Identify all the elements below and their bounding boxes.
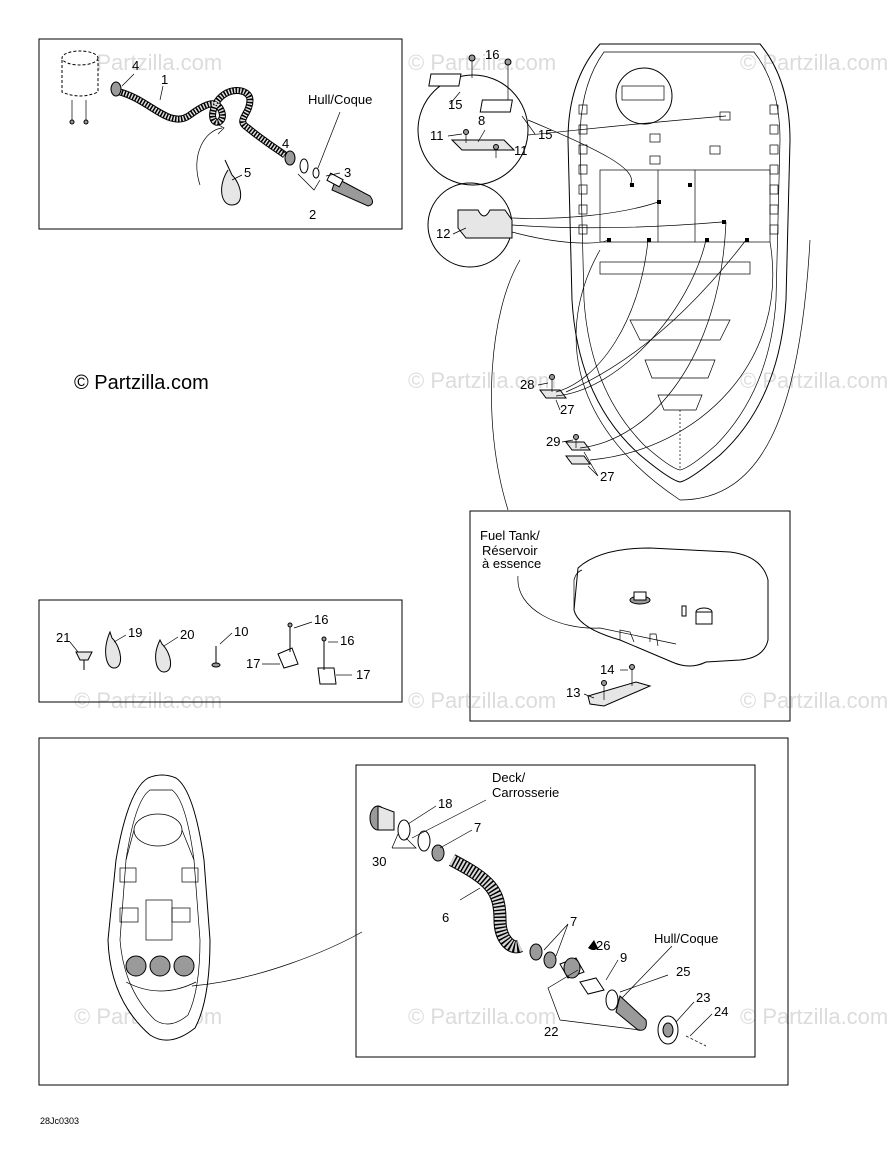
callout-label: 22 — [544, 1024, 558, 1039]
callout-label: 4 — [282, 136, 289, 151]
callout-label: 21 — [56, 630, 70, 645]
callout-label: 11 — [514, 143, 528, 158]
watermark: © Partzilla.com — [740, 368, 888, 393]
callout-label: 27 — [560, 402, 574, 417]
fitting-part — [331, 177, 374, 207]
callout-label: 7 — [570, 914, 577, 929]
callout-label: 7 — [474, 820, 481, 835]
callout-label: 17 — [246, 656, 260, 671]
fuel-tank-label: Réservoir — [482, 543, 538, 558]
watermark: © Partzilla.com — [740, 688, 888, 713]
watermark: © Partzilla.com — [408, 1004, 556, 1029]
callout-label: 15 — [538, 127, 552, 142]
callout-label: 29 — [546, 434, 560, 449]
callout-label: 17 — [356, 667, 370, 682]
callout-label: 30 — [372, 854, 386, 869]
callout-label: 10 — [234, 624, 248, 639]
clamp-part — [110, 81, 122, 97]
detail-frame — [355, 764, 756, 1058]
callout-label: 19 — [128, 625, 142, 640]
callout-label: 6 — [442, 910, 449, 925]
callout-label: 8 — [478, 113, 485, 128]
watermark: © Partzilla.com — [74, 50, 222, 75]
callout-label: 26 — [596, 938, 610, 953]
panel-frame — [38, 737, 789, 1086]
callout-label: 2 — [309, 207, 316, 222]
watermark: © Partzilla.com — [74, 688, 222, 713]
mount-points — [607, 183, 749, 242]
fuel-tank-shape — [573, 547, 769, 667]
callout-label: 27 — [600, 469, 614, 484]
vent-hose — [118, 87, 288, 158]
callout-label: 4 — [132, 58, 139, 73]
callout-label: 20 — [180, 627, 194, 642]
deck-label: Deck/ — [492, 770, 526, 785]
callout-label: 5 — [244, 165, 251, 180]
panel-hull-view: 16 15 15 11 8 11 12 28 27 29 27 — [417, 43, 811, 511]
copyright-text: © Partzilla.com — [74, 372, 209, 394]
panel-vent-hose: 4 1 4 5 3 2 Hull/Coque — [38, 38, 403, 230]
hull-label: Hull/Coque — [308, 92, 372, 107]
panel-frame — [38, 599, 403, 703]
washer-part — [312, 167, 320, 179]
panel-frame — [469, 510, 791, 722]
callout-label: 14 — [600, 662, 614, 677]
callout-label: 24 — [714, 1004, 728, 1019]
watermark: © Partzilla.com — [408, 50, 556, 75]
panel-fuel-tank: Fuel Tank/ Réservoir à essence 14 13 — [469, 510, 791, 722]
clamp-part — [284, 150, 296, 166]
callout-label: 3 — [344, 165, 351, 180]
callout-label: 1 — [161, 72, 168, 87]
craft-top-view — [107, 774, 211, 1041]
panel-hardware: 21 19 20 10 16 16 17 17 — [38, 599, 403, 703]
drawing-code: 28Jc0303 — [40, 1116, 79, 1126]
grommet-part — [299, 158, 309, 174]
watermark: © Partzilla.com — [740, 50, 888, 75]
callout-label: 15 — [448, 97, 462, 112]
callout-label: 9 — [620, 950, 627, 965]
callout-label: 23 — [696, 990, 710, 1005]
callout-label: 28 — [520, 377, 534, 392]
fuel-tank-label: Fuel Tank/ — [480, 528, 540, 543]
hull-side-vents — [578, 104, 779, 235]
callout-label: 18 — [438, 796, 452, 811]
hull-label: Hull/Coque — [654, 931, 718, 946]
callout-label: 16 — [485, 47, 499, 62]
watermark: © Partzilla.com — [740, 1004, 888, 1029]
deck-label: Carrosserie — [492, 785, 559, 800]
watermark-layer: © Partzilla.com © Partzilla.com © Partzi… — [74, 50, 888, 1029]
callout-label: 13 — [566, 685, 580, 700]
detail-circle — [417, 74, 529, 186]
callout-label: 11 — [430, 128, 444, 143]
fuel-tank-label: à essence — [482, 556, 541, 571]
callout-label: 12 — [436, 226, 450, 241]
detail-circle — [615, 67, 673, 125]
panel-fuel-filler: 18 7 30 6 7 26 9 25 22 23 24 Deck/ Carro… — [38, 737, 789, 1086]
callout-label: 25 — [676, 964, 690, 979]
tank-bay — [599, 169, 771, 243]
watermark: © Partzilla.com — [408, 688, 556, 713]
hull-outline — [567, 43, 791, 483]
panel-frame — [38, 38, 403, 230]
tie-strap-part — [221, 159, 242, 206]
watermark: © Partzilla.com — [408, 368, 556, 393]
callout-label: 16 — [340, 633, 354, 648]
vent-canister — [61, 50, 99, 125]
callout-label: 16 — [314, 612, 328, 627]
